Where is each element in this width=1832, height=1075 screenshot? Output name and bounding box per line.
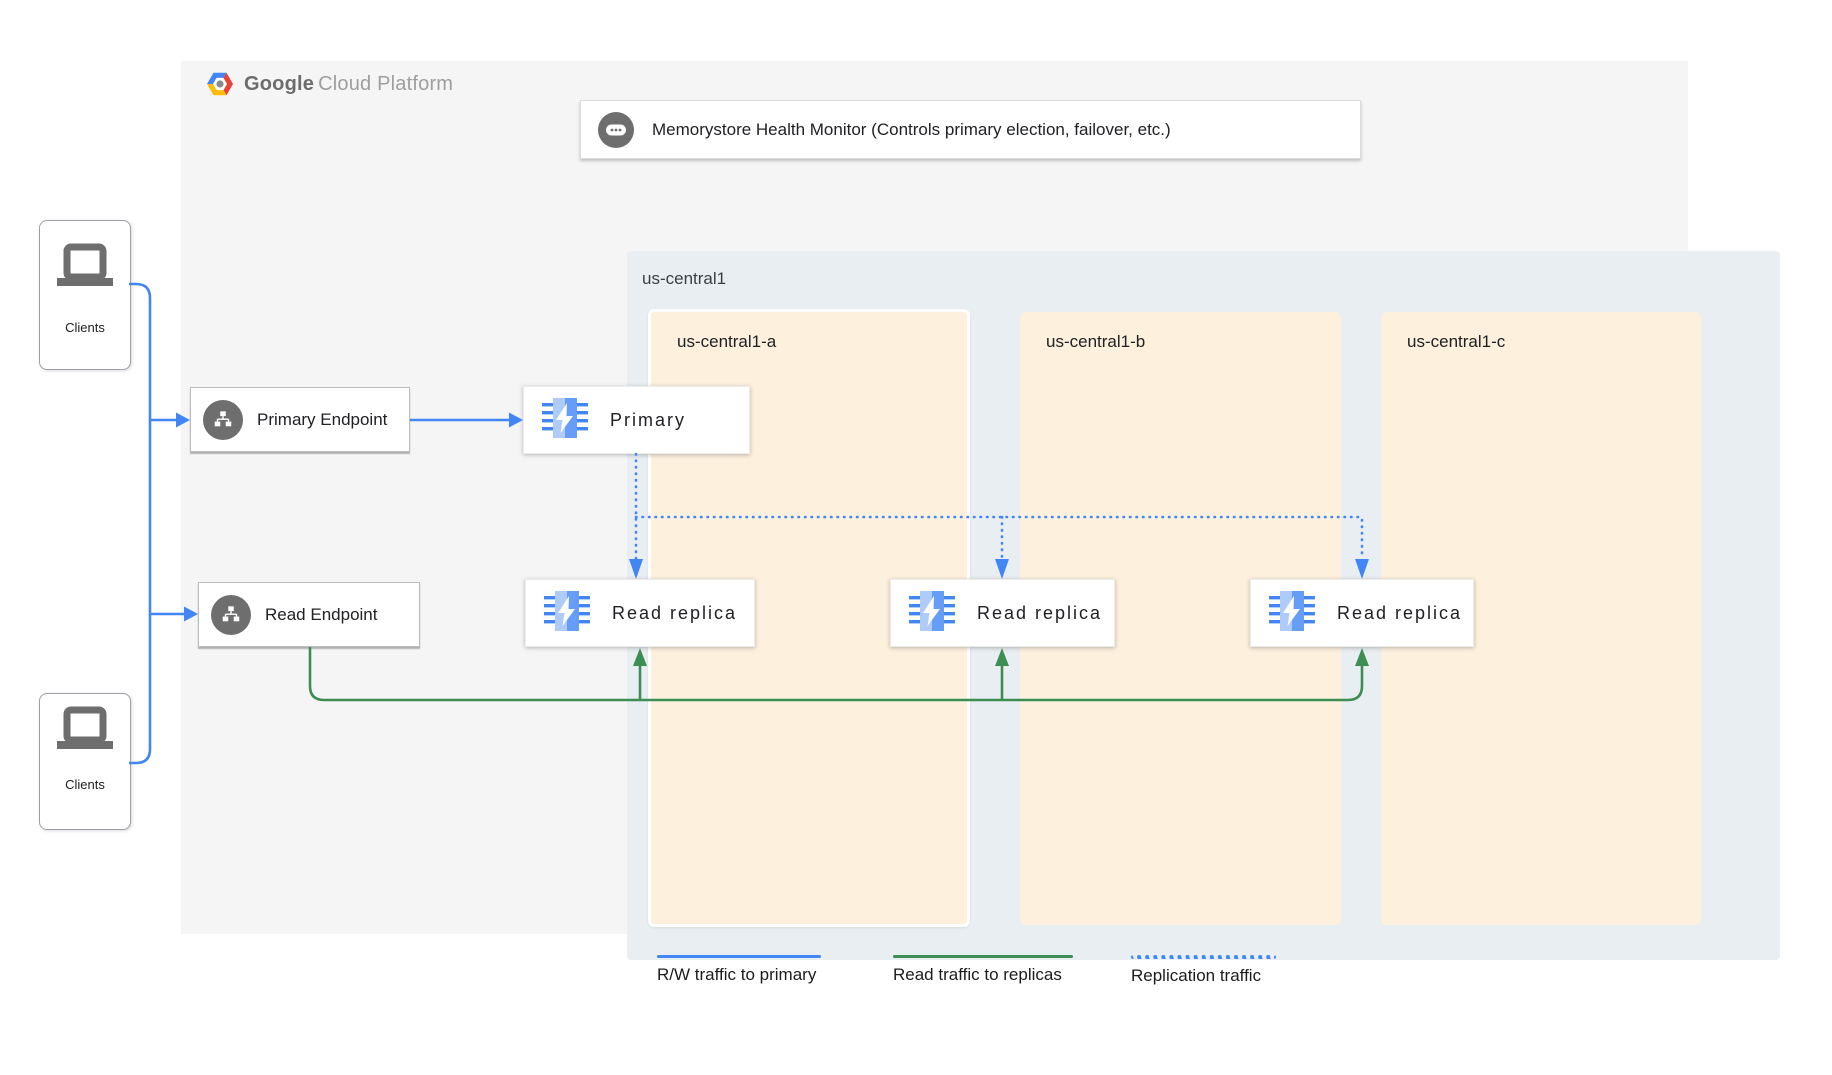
health-monitor-box: Memorystore Health Monitor (Controls pri… bbox=[580, 100, 1361, 159]
legend-item-rw-traffic: R/W traffic to primary bbox=[657, 955, 821, 985]
laptop-icon bbox=[56, 706, 114, 757]
network-sitemap-icon bbox=[211, 594, 251, 635]
legend-line-green-solid bbox=[893, 955, 1073, 958]
console-dots-icon bbox=[598, 111, 634, 148]
primary-node-box: Primary bbox=[523, 386, 750, 454]
logo-google-word: Google bbox=[244, 72, 315, 95]
gcp-logo-icon bbox=[207, 72, 233, 96]
read-endpoint-label: Read Endpoint bbox=[265, 604, 378, 624]
network-sitemap-icon bbox=[203, 399, 243, 440]
clients-label: Clients bbox=[65, 777, 105, 792]
memorystore-icon bbox=[544, 590, 590, 636]
legend-item-read-traffic: Read traffic to replicas bbox=[893, 955, 1073, 985]
legend-item-replication-traffic: Replication traffic bbox=[1131, 955, 1276, 986]
read-endpoint-box: Read Endpoint bbox=[198, 582, 420, 647]
memorystore-icon bbox=[1269, 590, 1315, 636]
logo-suffix-words: Cloud Platform bbox=[318, 72, 454, 95]
laptop-icon bbox=[56, 243, 114, 294]
region-us-central1: us-central1 us-central1-a us-central1-b … bbox=[627, 251, 1780, 960]
read-replica-box-b: Read replica bbox=[890, 579, 1115, 647]
legend-label: Read traffic to replicas bbox=[893, 965, 1062, 984]
clients-box-top: Clients bbox=[39, 220, 131, 370]
read-replica-label: Read replica bbox=[1337, 602, 1463, 623]
region-label: us-central1 bbox=[642, 269, 727, 288]
clients-label: Clients bbox=[65, 320, 105, 335]
zone-label: us-central1-c bbox=[1407, 332, 1506, 351]
health-monitor-label: Memorystore Health Monitor (Controls pri… bbox=[652, 119, 1171, 139]
legend-line-blue-dotted bbox=[1131, 955, 1276, 959]
clients-box-bottom: Clients bbox=[39, 693, 131, 830]
legend-label: Replication traffic bbox=[1131, 966, 1262, 985]
read-replica-label: Read replica bbox=[977, 602, 1103, 623]
legend-line-blue-solid bbox=[657, 955, 821, 958]
read-replica-box-c: Read replica bbox=[1250, 579, 1474, 647]
memorystore-icon bbox=[542, 397, 588, 443]
read-replica-label: Read replica bbox=[612, 602, 738, 623]
primary-endpoint-box: Primary Endpoint bbox=[190, 387, 410, 452]
read-replica-box-a: Read replica bbox=[525, 579, 755, 647]
primary-node-label: Primary bbox=[610, 409, 686, 430]
primary-endpoint-label: Primary Endpoint bbox=[257, 409, 388, 429]
legend-label: R/W traffic to primary bbox=[657, 965, 817, 984]
zone-label: us-central1-a bbox=[677, 332, 777, 351]
gcp-panel: us-central1 us-central1-a us-central1-b … bbox=[181, 61, 1780, 960]
clients-trunk-line bbox=[129, 282, 152, 765]
zone-label: us-central1-b bbox=[1046, 332, 1146, 351]
memorystore-icon bbox=[909, 590, 955, 636]
